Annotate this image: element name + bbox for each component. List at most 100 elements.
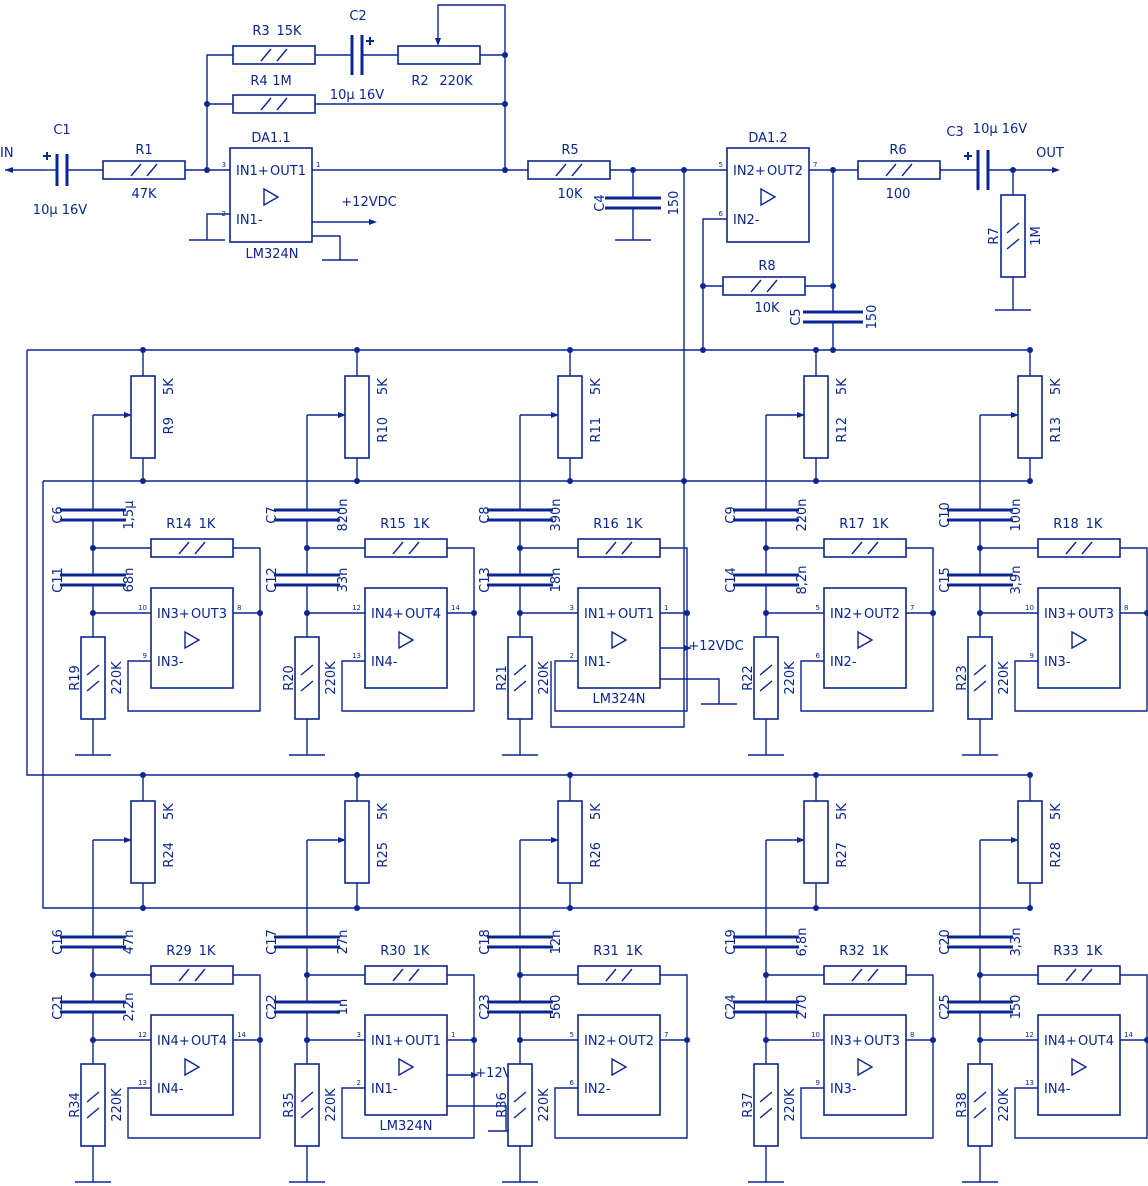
wire (437, 4, 506, 55)
resistor-body (130, 375, 156, 459)
resistor-value: 1K (199, 944, 216, 959)
resistor-body (1017, 800, 1043, 884)
capacitor-plates (60, 935, 126, 949)
wire (973, 680, 987, 692)
supply-label: +12VDC (688, 639, 743, 654)
potentiometer-label: R2 (411, 74, 428, 89)
capacitor-plates (60, 508, 126, 522)
junction-dot (354, 905, 360, 911)
capacitor-value: 2,2n (122, 993, 137, 1022)
capacitor-label: C2 (349, 9, 366, 24)
wire (300, 680, 314, 692)
resistor-body (722, 276, 806, 296)
resistor-body (967, 1063, 993, 1147)
pin-in-plus-label: IN4+ (157, 1034, 190, 1049)
resistor-body (130, 800, 156, 884)
wire (605, 541, 617, 555)
pin-number: 3 (222, 161, 226, 169)
wire (1014, 613, 1148, 712)
capacitor-label: C23 (478, 994, 493, 1020)
wire (1014, 1040, 1148, 1139)
potentiometer-label: R10 (376, 417, 391, 443)
potentiometer-label: R13 (1049, 417, 1064, 443)
resistor-body (577, 538, 661, 558)
capacitor-plates (274, 1000, 340, 1014)
wire (660, 547, 688, 613)
opamp-triangle (184, 630, 201, 650)
junction-dot (354, 478, 360, 484)
capacitor-value: 100n (1009, 498, 1024, 531)
wire (702, 218, 727, 350)
wire (341, 613, 475, 712)
wire (851, 968, 863, 982)
pin-in-minus-label: IN3- (830, 1082, 857, 1097)
resistor-label: R8 (758, 259, 775, 274)
capacitor-plates (274, 508, 340, 522)
wire (766, 279, 778, 293)
capacitor-plates (947, 573, 1013, 587)
pin-number: 9 (816, 1079, 820, 1087)
capacitor-value: 820n (336, 498, 351, 531)
potentiometer-label: R11 (589, 417, 604, 443)
pin-number: 13 (138, 1079, 147, 1087)
capacitor-label: C10 (938, 502, 953, 528)
wire (1081, 968, 1093, 982)
resistor-label: R36 (495, 1092, 510, 1118)
resistor-body (527, 160, 611, 180)
wire (194, 968, 206, 982)
potentiometer-label: R28 (1049, 842, 1064, 868)
capacitor-label: C3 (946, 125, 963, 140)
arrow-head (5, 167, 13, 173)
potentiometer-label: R12 (835, 417, 850, 443)
junction-dot (567, 478, 573, 484)
resistor-value: 1K (626, 517, 643, 532)
bus-lines (26, 170, 1030, 909)
resistor-body (577, 965, 661, 985)
pin-number: 7 (910, 604, 914, 612)
output-port-label: OUT (1036, 146, 1064, 161)
arrow-head (124, 837, 132, 843)
capacitor-value: 10µ 16V (330, 88, 384, 103)
capacitor-label: C11 (51, 567, 66, 593)
arrow-head (797, 837, 805, 843)
wire (146, 163, 158, 177)
pin-in-plus-label: IN1+ (371, 1034, 404, 1049)
resistor-value: 1K (1086, 517, 1103, 532)
plus-sign (43, 152, 51, 160)
supply-label: +12VDC (341, 195, 396, 210)
resistor-label: R7 (987, 227, 1002, 244)
pin-in-plus-label: IN1+ (584, 607, 617, 622)
resistor-body (344, 800, 370, 884)
pin-in-minus-label: IN1- (236, 213, 263, 228)
opamp-box (823, 1014, 907, 1116)
wire (555, 163, 567, 177)
opamp-box (229, 147, 313, 243)
pin-number: 12 (138, 1031, 147, 1039)
capacitor-plates (733, 508, 799, 522)
resistor-label: R6 (889, 143, 906, 158)
capacitor-value: 3,3n (1009, 928, 1024, 957)
capacitor-plates (733, 1000, 799, 1014)
junction-dot (140, 905, 146, 911)
pin-number: 5 (570, 1031, 574, 1039)
resistor-label: R31 (593, 944, 619, 959)
resistor-body (803, 800, 829, 884)
resistor-label: R33 (1053, 944, 1079, 959)
opamp-box (364, 1014, 448, 1116)
resistor-body (80, 636, 106, 720)
pin-out-label: OUT1 (270, 164, 306, 179)
resistor-value: 10K (754, 301, 780, 316)
opamp-triangle (398, 630, 415, 650)
opamp-box (577, 587, 661, 689)
resistor-label: R21 (495, 665, 510, 691)
pin-in-minus-label: IN3- (1044, 655, 1071, 670)
pin-number: 3 (357, 1031, 361, 1039)
plus-sign (366, 37, 374, 45)
resistor-body (1037, 965, 1121, 985)
potentiometer-label: R25 (376, 842, 391, 868)
capacitor-value: 220n (795, 498, 810, 531)
wire (392, 968, 404, 982)
